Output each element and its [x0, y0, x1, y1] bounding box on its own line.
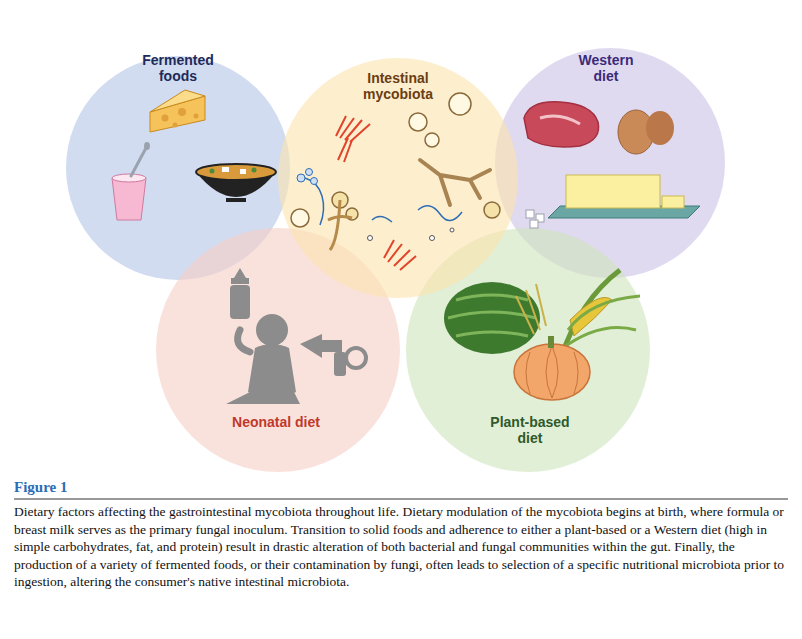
breast-pump-icon — [300, 334, 366, 376]
diet-circle: Neonatal diet — [156, 228, 400, 472]
circle-label: Fermented foods — [130, 52, 226, 84]
bottle-icon — [230, 268, 250, 319]
meat-icon — [524, 102, 599, 147]
fungi-illustration — [291, 93, 500, 270]
circle-label: Western diet — [566, 52, 646, 84]
yogurt-icon — [112, 142, 150, 220]
circle-label: Intestinal mycobiota — [348, 70, 448, 102]
diet-circle: Fermented foods — [66, 56, 290, 280]
figure-title: Figure 1 — [14, 479, 67, 496]
diet-circle: Western diet — [495, 48, 725, 278]
miso-bowl-icon — [196, 164, 276, 202]
circle-label: Neonatal diet — [231, 414, 321, 430]
figure-caption: Dietary factors affecting the gastrointe… — [14, 503, 792, 591]
mycobiota-circle — [278, 58, 518, 298]
diet-circle: Intestinal mycobiota — [278, 58, 518, 298]
diet-circle: Plant-based diet — [406, 228, 650, 472]
egg-icon — [646, 111, 674, 145]
circle-label: Plant-based diet — [482, 414, 578, 446]
butter-icon — [548, 175, 700, 218]
cheese-icon — [150, 90, 205, 132]
caption-rule — [14, 499, 788, 500]
sugar-cubes-icon — [526, 210, 544, 228]
baby-silhouette — [226, 314, 300, 404]
pumpkin-icon — [514, 336, 590, 400]
